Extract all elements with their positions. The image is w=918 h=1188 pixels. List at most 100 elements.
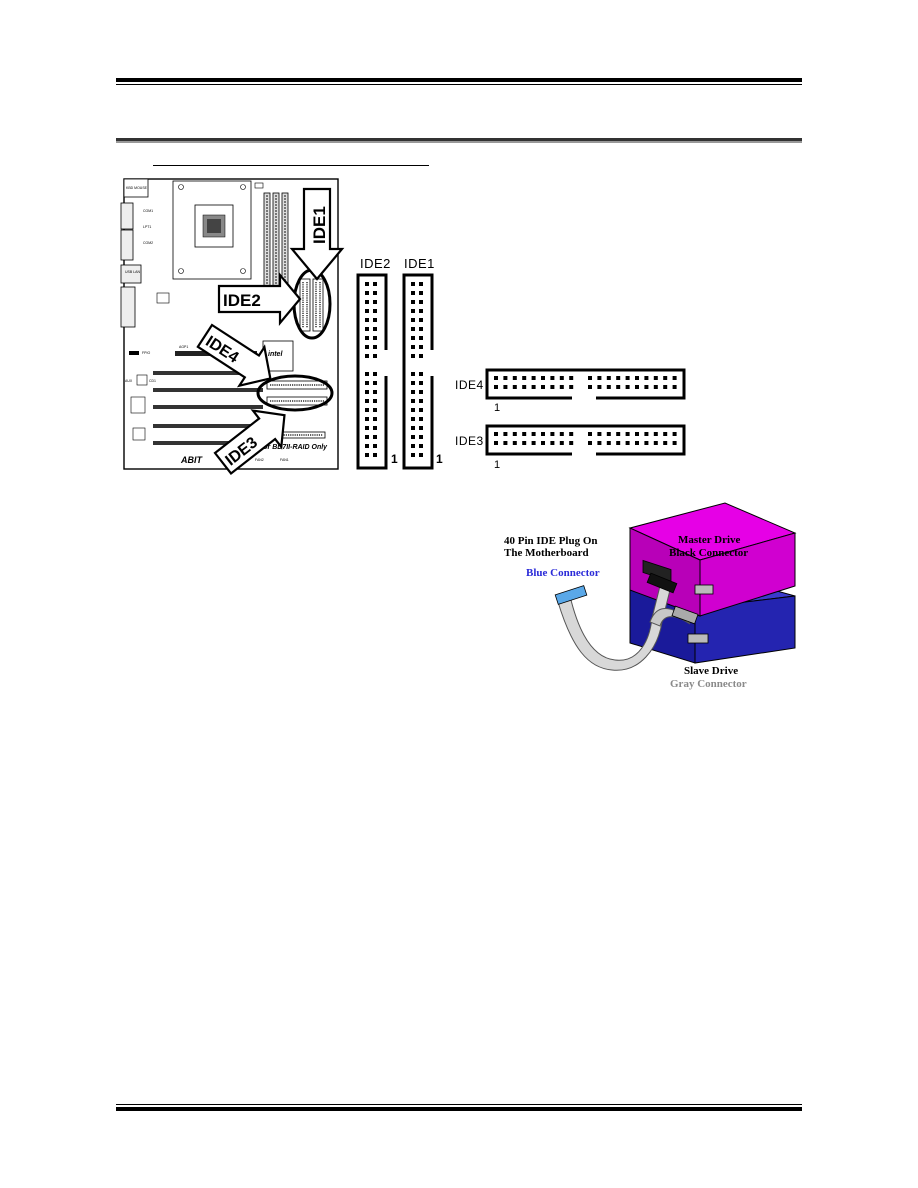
connector-pin — [419, 282, 423, 286]
ide3-connector — [485, 424, 686, 456]
connector-pin — [559, 432, 564, 436]
connector-pin — [522, 385, 527, 389]
connector-pin — [569, 432, 574, 436]
connector-pin — [663, 385, 668, 389]
connector-pin — [625, 441, 630, 445]
connector-pin — [373, 372, 377, 376]
connector-pin — [635, 441, 639, 445]
agp-label: AGP1 — [179, 345, 188, 349]
fpio-label: FPIO — [142, 351, 150, 355]
pci-slot-4 — [153, 424, 263, 428]
master-label-line2: Black Connector — [669, 547, 748, 559]
gray-connector — [671, 605, 699, 625]
connector-pin — [663, 376, 668, 380]
connector-pin — [419, 390, 423, 394]
connector-pin — [503, 385, 508, 389]
connector-pin — [411, 327, 415, 331]
connector-pin — [663, 441, 668, 445]
connector-pin — [541, 432, 545, 436]
ide4-pin1-marker: 1 — [494, 402, 501, 414]
connector-pin — [559, 385, 564, 389]
connector-pin — [373, 354, 377, 358]
connector-pin — [365, 354, 369, 358]
connector-pin — [411, 291, 415, 295]
connector-pin — [365, 345, 369, 349]
connector-pin — [411, 300, 415, 304]
header-rule-thin — [116, 84, 802, 85]
connector-pin — [531, 385, 536, 389]
connector-pin — [672, 441, 677, 445]
connector-pin — [411, 345, 415, 349]
fan2-label: FAN2 — [255, 458, 264, 462]
connector-pin — [411, 309, 415, 313]
figure-caption-underline — [153, 165, 429, 166]
connector-pin — [365, 390, 369, 394]
connector-pin — [644, 385, 649, 389]
connector-pin — [365, 372, 369, 376]
battery — [132, 427, 146, 441]
connector-pin — [569, 441, 574, 445]
black-connector — [646, 572, 678, 594]
connector-pin — [550, 376, 555, 380]
fan-header — [254, 182, 264, 189]
connector-pin — [653, 376, 658, 380]
connector-pin — [588, 376, 592, 380]
connector-pin — [365, 417, 369, 421]
pci-slot-3 — [153, 405, 263, 409]
ide4-label: IDE4 — [455, 378, 484, 392]
connector-pin — [411, 336, 415, 340]
connector-pin — [522, 432, 527, 436]
com2-label: COM2 — [143, 241, 153, 245]
connector-pin — [373, 453, 377, 457]
connector-pin — [419, 354, 423, 358]
connector-pin — [541, 441, 545, 445]
connector-pin — [411, 372, 415, 376]
svg-text:IDE2: IDE2 — [223, 291, 261, 310]
connector-pin — [419, 435, 423, 439]
connector-pin — [512, 385, 517, 389]
audio-port — [120, 286, 136, 328]
ide2-label: IDE2 — [360, 256, 391, 271]
connector-pin — [419, 327, 423, 331]
connector-pin — [522, 441, 527, 445]
connector-pin — [494, 376, 498, 380]
connector-pin — [550, 385, 555, 389]
connector-pin — [625, 376, 630, 380]
connector-pin — [541, 376, 545, 380]
connector-pin — [411, 417, 415, 421]
connector-pin — [559, 441, 564, 445]
connector-pin — [411, 318, 415, 322]
connector-pin — [419, 408, 423, 412]
plug-label-line2: The Motherboard — [504, 547, 589, 559]
connector-pin — [373, 426, 377, 430]
connector-pin — [419, 336, 423, 340]
connector-pin — [365, 399, 369, 403]
ide2-callout-arrow: IDE2 — [217, 271, 302, 327]
connector-pin — [616, 376, 621, 380]
connector-pin — [411, 453, 415, 457]
ide2-connector — [356, 273, 388, 470]
connector-pin — [419, 426, 423, 430]
blue-plug — [554, 585, 588, 605]
connector-pin — [503, 432, 508, 436]
connector-pin — [373, 336, 377, 340]
connector-pin — [625, 432, 630, 436]
connector-pin — [597, 385, 602, 389]
motherboard-diagram: KBD MOUSE COM1 LPT1 COM2 USB LAN intel A… — [120, 178, 345, 476]
intel-logo: intel — [268, 351, 283, 358]
aux-label: AUX — [125, 379, 133, 383]
vertical-ide-connectors — [356, 273, 434, 470]
connector-pin — [411, 399, 415, 403]
connector-pin — [411, 426, 415, 430]
board-ide1-connector — [312, 278, 324, 332]
connector-pin — [419, 381, 423, 385]
connector-pin — [512, 376, 517, 380]
usb-lan-label: USB LAN — [125, 270, 140, 274]
connector-pin — [569, 376, 574, 380]
connector-pin — [653, 432, 658, 436]
section-rule — [116, 138, 802, 141]
connector-pin — [653, 385, 658, 389]
connector-pin — [419, 372, 423, 376]
pci-slot-5 — [153, 441, 263, 445]
connector-pin — [531, 432, 536, 436]
